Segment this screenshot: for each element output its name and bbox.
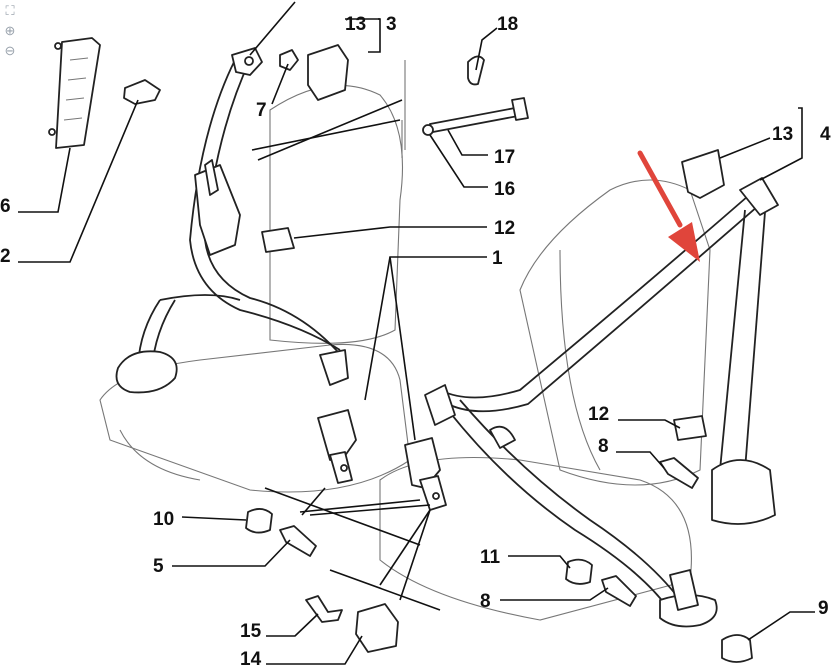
part-17-bolt [429, 97, 529, 133]
callout-18: 18 [497, 14, 518, 35]
callout-1: 1 [492, 248, 503, 269]
part-12-block-right [673, 415, 707, 441]
part-12-block-left [261, 227, 295, 253]
part-8-bolt-upper [659, 457, 699, 489]
part-13-cover-right [681, 149, 725, 199]
callout-15: 15 [240, 621, 262, 642]
rear-seat-outline [99, 60, 711, 621]
callout-3: 3 [386, 14, 397, 35]
callout-16: 16 [494, 179, 515, 200]
part-16-washer [422, 124, 434, 136]
part-8-bolt-lower [601, 575, 637, 607]
zoom-out-icon[interactable]: ⊖ [4, 43, 16, 58]
callout-2: 2 [0, 246, 11, 267]
callout-9: 9 [818, 598, 829, 619]
right-belt-assembly [424, 177, 779, 628]
callout-11: 11 [480, 547, 501, 568]
part-9-spacer [721, 634, 753, 663]
zoom-in-icon[interactable]: ⊕ [4, 23, 16, 38]
fit-screen-icon[interactable]: ⛶ [5, 3, 15, 18]
part-14-connector [355, 603, 399, 653]
buckle-left [317, 409, 357, 484]
callout-8-lower: 8 [480, 591, 491, 612]
callout-8-upper: 8 [598, 436, 609, 457]
part-6-retractor-rail [48, 37, 101, 149]
part-2-clip [123, 79, 161, 105]
buckle-right [404, 437, 447, 511]
callout-14: 14 [240, 649, 262, 670]
part-15-bracket [305, 595, 343, 623]
part-11-spacer [565, 558, 593, 585]
part-18-pin [467, 55, 485, 86]
callout-7: 7 [256, 100, 267, 121]
leader-lines [18, 1, 815, 665]
callout-4: 4 [820, 124, 831, 145]
part-7-nut [279, 49, 299, 71]
part-5-bolt [279, 525, 317, 557]
callout-5: 5 [153, 556, 164, 577]
callout-12-right: 12 [588, 404, 609, 425]
viewer-toolbar: ⛶ ⊕ ⊖ [2, 3, 22, 63]
reference-lines [251, 99, 441, 611]
callout-13-right: 13 [772, 124, 793, 145]
callout-6: 6 [0, 196, 11, 217]
callout-12-left: 12 [494, 218, 515, 239]
left-belt-assembly [115, 47, 349, 394]
highlight-arrow [637, 150, 700, 262]
callout-17: 17 [494, 147, 515, 168]
part-10-spacer [245, 508, 273, 534]
part-13-cover-left [307, 44, 349, 101]
callout-13-left: 13 [345, 14, 366, 35]
callout-10: 10 [153, 509, 174, 530]
